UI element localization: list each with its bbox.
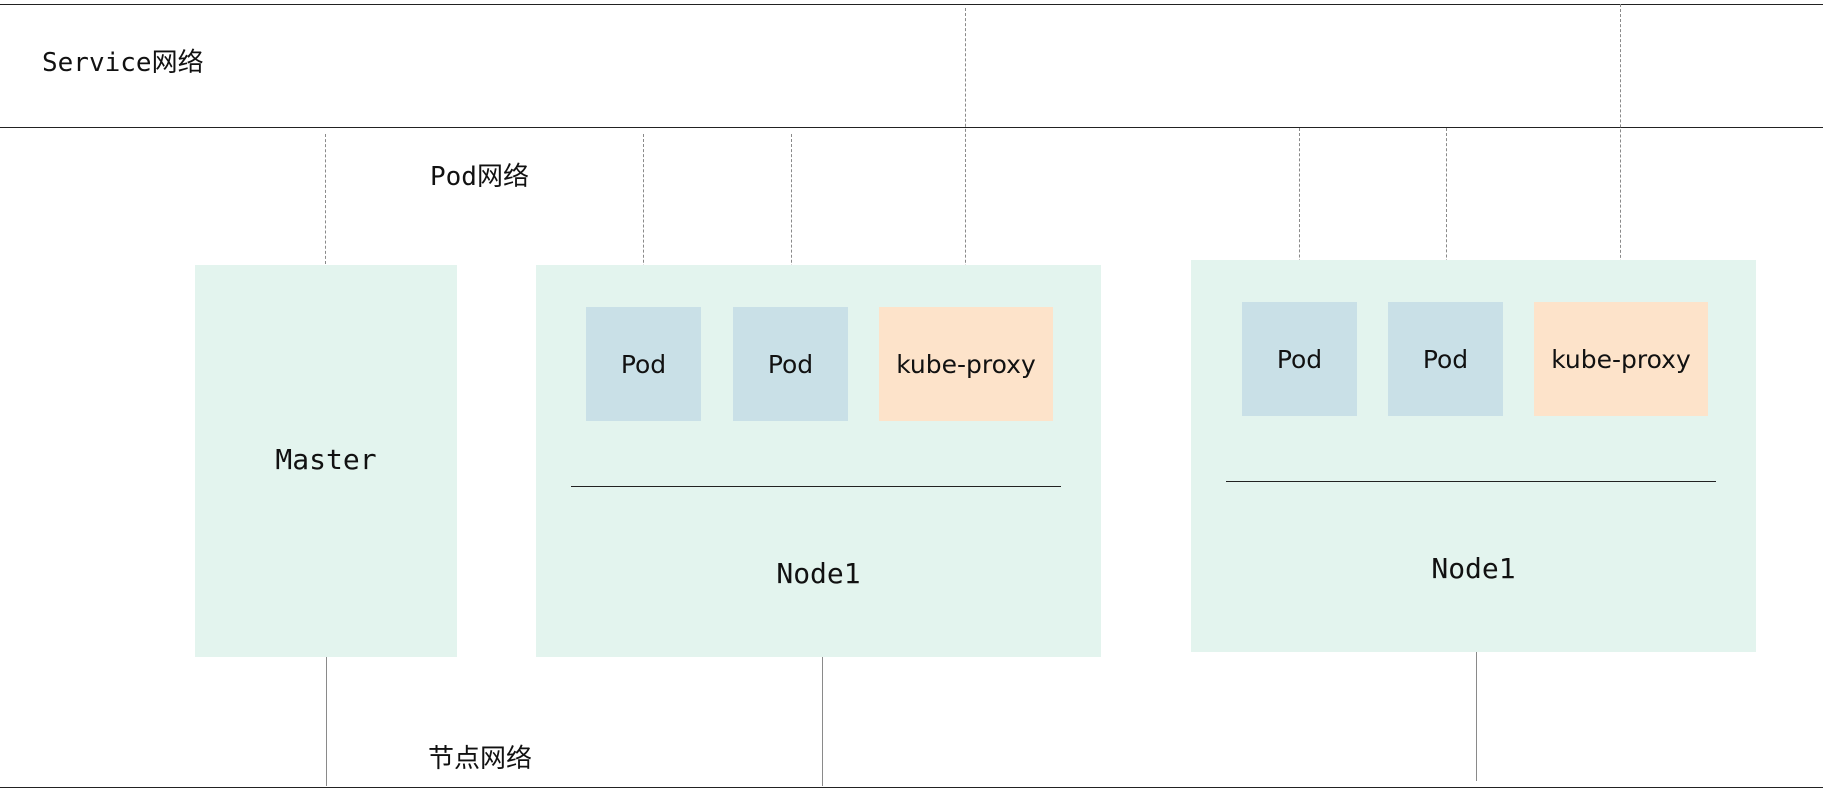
master-box: Master — [195, 265, 457, 657]
service-network-line — [0, 127, 1823, 128]
node2-label: Node1 — [1431, 552, 1516, 585]
node2-kube-proxy: kube-proxy — [1534, 302, 1708, 416]
top-border-line — [0, 4, 1823, 5]
master-pod-network-link — [325, 134, 326, 264]
node1-label: Node1 — [776, 557, 861, 590]
node1-kube-proxy: kube-proxy — [879, 307, 1053, 421]
node2-node-network-link — [1476, 651, 1477, 781]
node-network-line — [0, 787, 1823, 788]
node2-internal-bus — [1226, 481, 1716, 482]
node2-pod1-pod-network-link — [1299, 128, 1300, 303]
node1-proxy-service-network-link — [965, 8, 966, 308]
pod-network-label: Pod网络 — [430, 162, 529, 192]
node1-node-network-link — [822, 656, 823, 786]
node2-pod2-pod-network-link — [1446, 128, 1447, 303]
node2-pod-1: Pod — [1242, 302, 1357, 416]
node-network-label: 节点网络 — [428, 744, 533, 774]
node1-internal-bus — [571, 486, 1061, 487]
master-label: Master — [275, 443, 377, 476]
node1-pod1-pod-network-link — [643, 134, 644, 308]
service-network-label: Service网络 — [42, 48, 204, 78]
master-node-network-link — [326, 656, 327, 786]
node1-pod2-pod-network-link — [791, 134, 792, 308]
node2-pod-2: Pod — [1388, 302, 1503, 416]
node1-pod-1: Pod — [586, 307, 701, 421]
node2-proxy-service-network-link — [1620, 4, 1621, 303]
node1-pod-2: Pod — [733, 307, 848, 421]
